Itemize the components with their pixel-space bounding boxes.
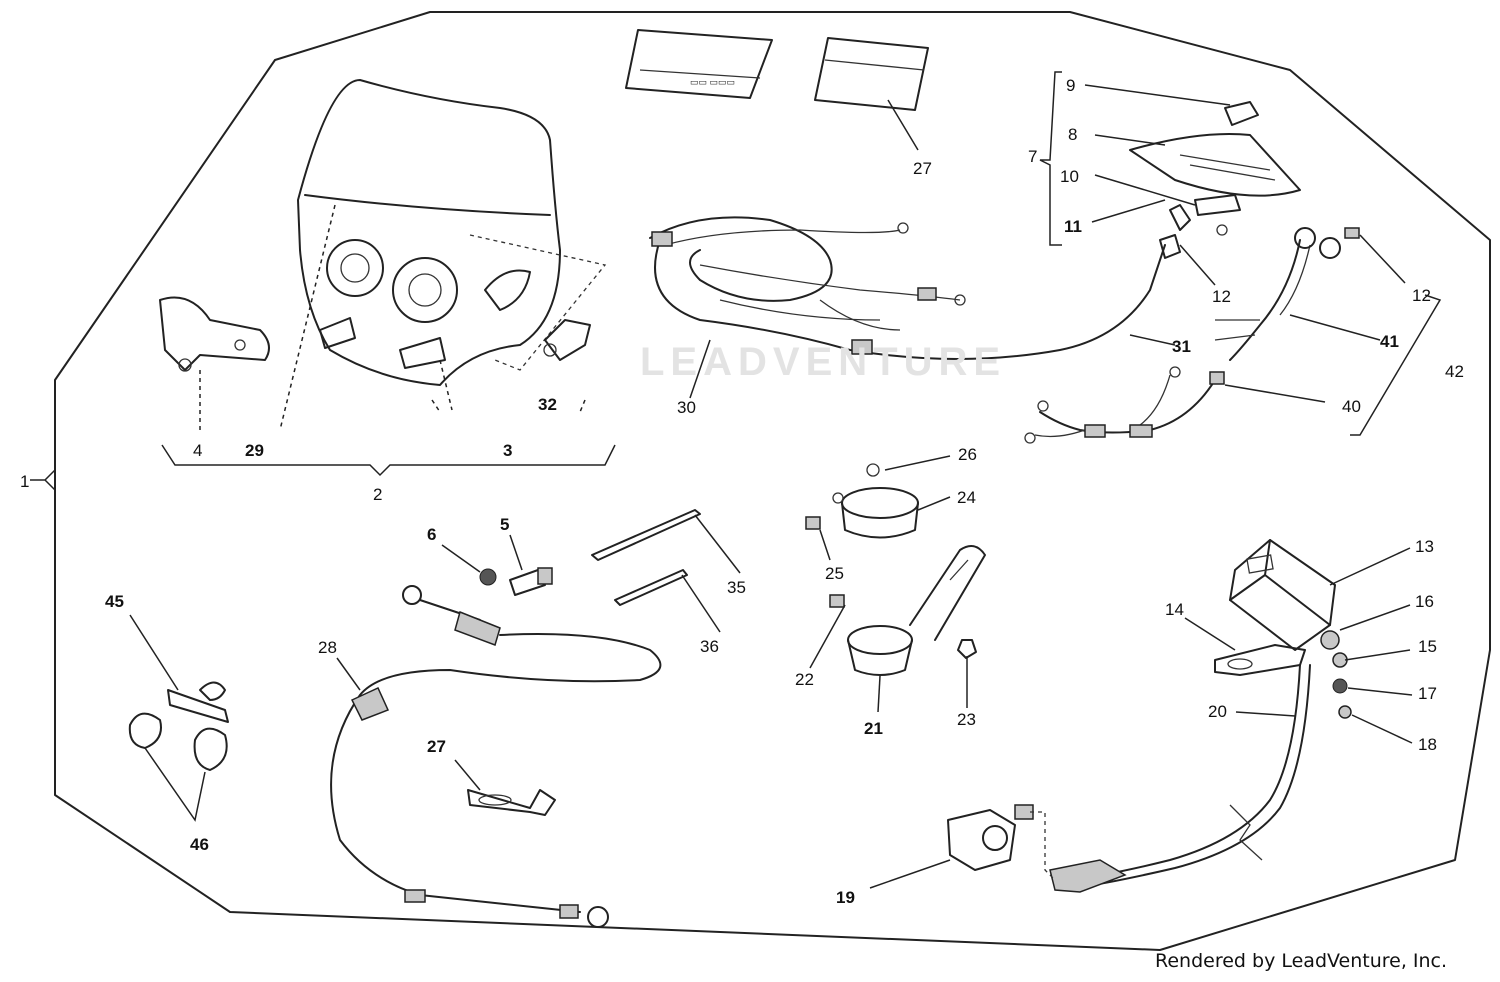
callout-26: 26: [958, 445, 977, 464]
speedometer-unit-drawing: [1229, 539, 1336, 651]
callout-36: 36: [700, 637, 719, 656]
cable-clip-drawing: [128, 712, 228, 771]
nut-drawing: [1338, 705, 1352, 719]
taillight-assembly-drawing: [1129, 101, 1301, 259]
callout-45: 45: [105, 592, 124, 611]
callout-25: 25: [825, 564, 844, 583]
cable-tie-long-drawing: [591, 509, 701, 561]
callout-35: 35: [727, 578, 746, 597]
callout-27-lower: 27: [427, 737, 446, 756]
rubber-grommet-drawing: [1320, 630, 1340, 650]
callout-6: 6: [427, 525, 436, 544]
callout-10: 10: [1060, 167, 1079, 186]
callout-2: 2: [373, 485, 382, 504]
callout-20: 20: [1208, 702, 1227, 721]
callout-29: 29: [245, 441, 264, 460]
callout-21: 21: [864, 719, 883, 738]
callout-41: 41: [1380, 332, 1399, 351]
callout-14: 14: [1165, 600, 1184, 619]
cable-tie-short-drawing: [614, 569, 688, 606]
callout-1: 1: [20, 472, 29, 491]
instruction-manual-drawing: ▭▭ ▭▭▭: [625, 29, 773, 99]
callout-46: 46: [190, 835, 209, 854]
svg-text:▭▭ ▭▭▭: ▭▭ ▭▭▭: [690, 77, 735, 87]
callout-11: 11: [1064, 217, 1082, 236]
callout-24: 24: [957, 488, 976, 507]
label-sheet-drawing: [814, 37, 929, 111]
callout-32: 32: [538, 395, 557, 414]
callout-40: 40: [1342, 397, 1361, 416]
callout-5: 5: [500, 515, 509, 534]
kit-boundary: [54, 11, 1491, 951]
handlebar-clamp-drawing: [829, 545, 986, 676]
callout-31: 31: [1172, 337, 1191, 356]
speedometer-bracket-drawing: [1214, 644, 1306, 676]
render-credit: Rendered by LeadVenture, Inc.: [1155, 950, 1448, 972]
speedometer-gear-drawing: [947, 804, 1034, 871]
headlight-cowl-drawing: [297, 79, 607, 386]
callout-13: 13: [1415, 537, 1434, 556]
callout-3: 3: [503, 441, 512, 460]
callout-17: 17: [1418, 684, 1437, 703]
callout-19: 19: [836, 888, 855, 907]
lead-harness-drawing: [1024, 366, 1225, 444]
washer-drawing: [479, 568, 497, 586]
main-wiring-harness-drawing: [649, 216, 1166, 360]
callout-8: 8: [1068, 125, 1077, 144]
collar-drawing: [1332, 652, 1348, 668]
clip-plate-drawing: [167, 681, 229, 723]
callout-9: 9: [1066, 76, 1075, 95]
watermark-text: LEADVENTURE: [640, 340, 1007, 384]
callout-30: 30: [677, 398, 696, 417]
bulb-socket-drawing: [543, 319, 591, 361]
callout-18: 18: [1418, 735, 1437, 754]
callout-22: 22: [795, 670, 814, 689]
speedometer-drive-cable-drawing: [1049, 664, 1311, 893]
callout-27-upper: 27: [913, 159, 932, 178]
callout-7: 7: [1028, 147, 1037, 166]
mounting-plate-drawing: [467, 789, 556, 816]
callout-28: 28: [318, 638, 337, 657]
headlight-bracket-drawing: [159, 296, 270, 372]
washer-speedometer-drawing: [1332, 678, 1348, 694]
callout-labels: 1 2 3 4 5 6 7 8 9 10 11 12 12 13 14 15 1…: [20, 76, 1464, 907]
callout-12-taillight: 12: [1212, 287, 1231, 306]
callout-15: 15: [1418, 637, 1437, 656]
mounting-clamp-drawing: [805, 463, 919, 539]
callout-42-group: 42: [1445, 362, 1464, 381]
callout-4: 4: [193, 441, 202, 460]
speedometer-cable-drawing: [330, 585, 662, 928]
callout-23: 23: [957, 710, 976, 729]
callout-16: 16: [1415, 592, 1434, 611]
sub-harness-drawing: [1214, 227, 1360, 361]
bolt-drawing: [509, 567, 553, 596]
callout-12-harness: 12: [1412, 286, 1431, 305]
